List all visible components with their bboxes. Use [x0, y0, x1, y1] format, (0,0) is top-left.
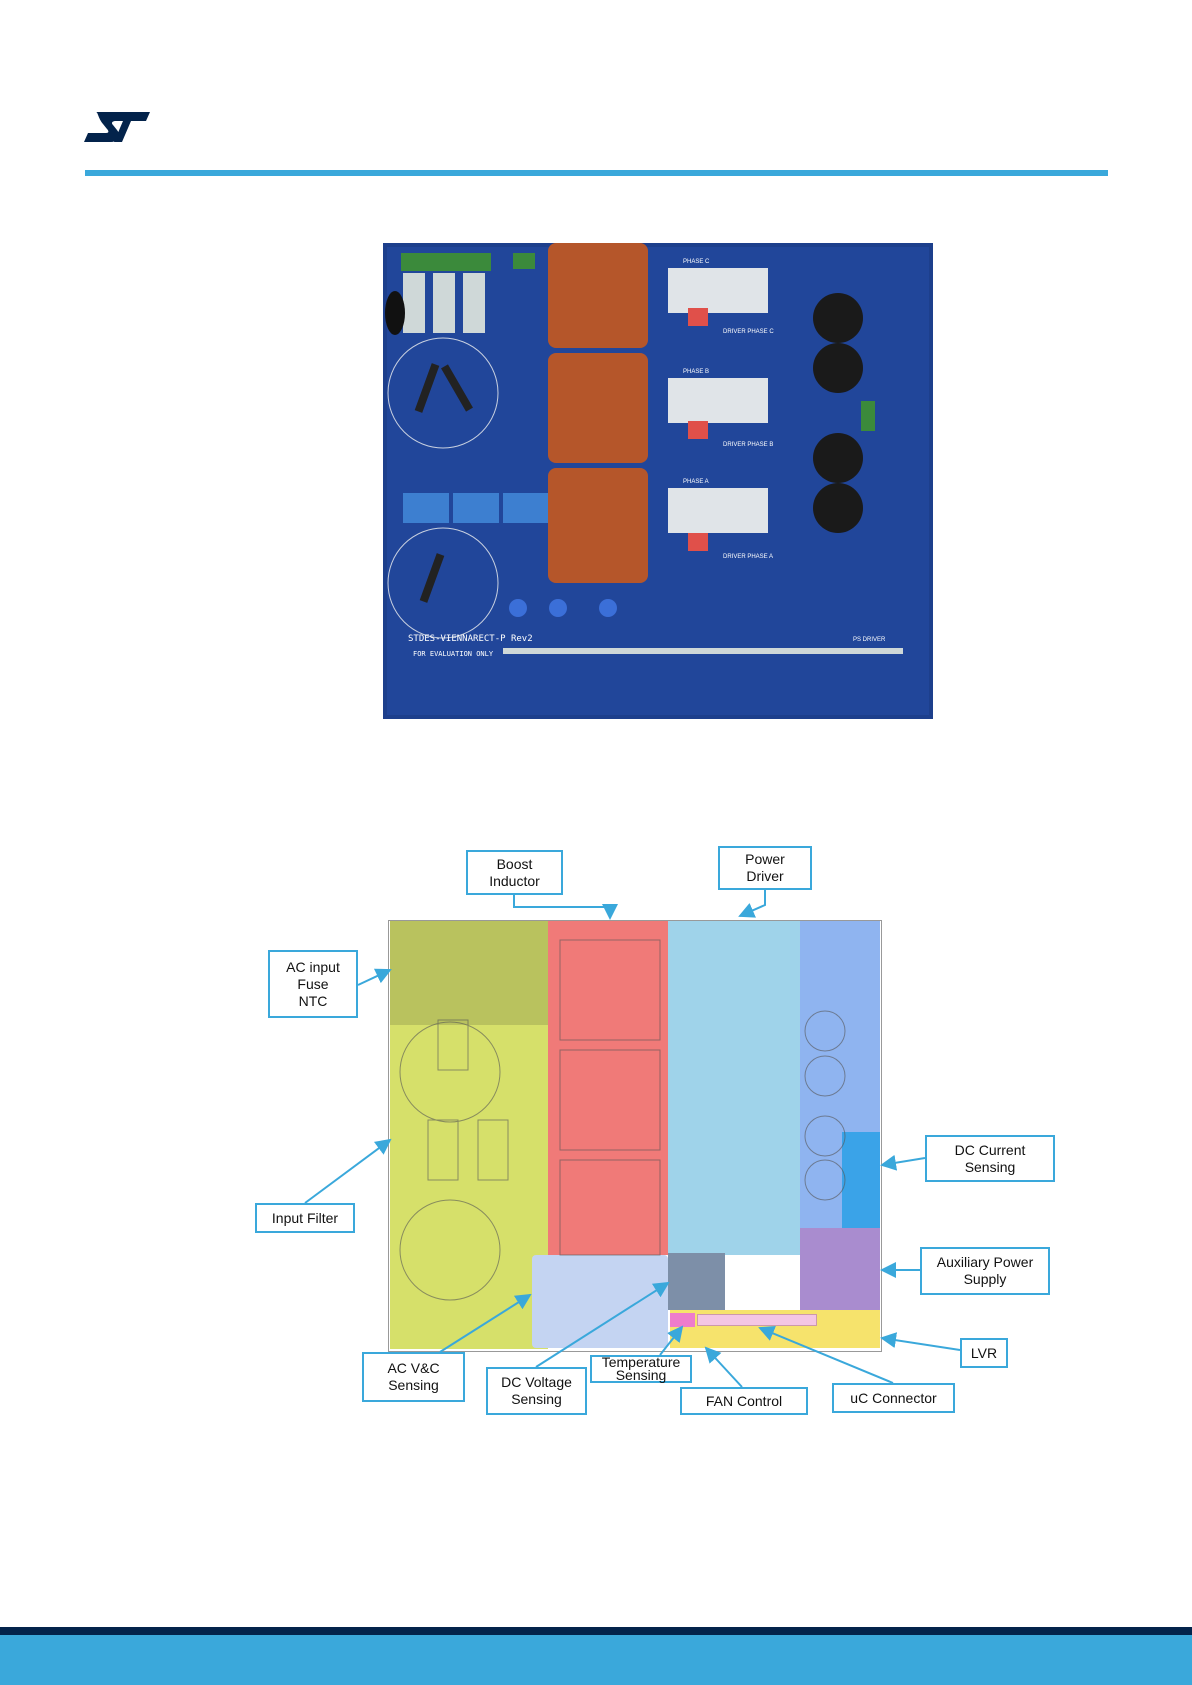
label-dc-current: DC Current Sensing: [925, 1135, 1055, 1182]
footer-band: [0, 1635, 1192, 1685]
inductor-icon: [548, 243, 648, 583]
arrow-input-filter: [304, 1138, 392, 1204]
region-boost-inductor: [548, 921, 668, 1255]
arrow-fan: [704, 1346, 743, 1388]
board-photo: STDES-VIENNARECT-P Rev2 FOR EVALUATION O…: [383, 243, 933, 719]
label-fan: FAN Control: [680, 1387, 808, 1415]
silk-driver: DRIVER PHASE B: [723, 442, 773, 448]
label-power-driver: Power Driver: [718, 846, 812, 890]
footer-band-dark: [0, 1627, 1192, 1635]
silk-driver: DRIVER PHASE C: [723, 329, 774, 335]
region-uc-connector: [697, 1314, 817, 1326]
arrow-dc-current: [880, 1154, 926, 1171]
label-uc-connector: uC Connector: [832, 1383, 955, 1413]
label-boost-inductor: Boost Inductor: [466, 850, 563, 895]
label-temperature: Temperature Sensing: [590, 1355, 692, 1383]
region-ac-input: [390, 921, 548, 1025]
label-dc-voltage: DC Voltage Sensing: [486, 1367, 587, 1415]
silk-phase: PHASE C: [683, 259, 710, 265]
label-aux-power: Auxiliary Power Supply: [920, 1247, 1050, 1295]
region-dc-voltage: [668, 1253, 725, 1310]
region-aux-power: [800, 1228, 880, 1310]
label-ac-input: AC input Fuse NTC: [268, 950, 358, 1018]
capacitor-icon: [403, 493, 549, 523]
region-temperature: [670, 1313, 695, 1327]
arrow-ac-input: [357, 968, 392, 986]
region-ac-vc: [532, 1255, 668, 1348]
arrow-ac-vc: [439, 1293, 532, 1353]
fuse-icon: [401, 253, 535, 333]
header-rule: [85, 170, 1108, 176]
region-dc-current: [842, 1132, 880, 1228]
silk-ps: PS DRIVER: [853, 637, 886, 643]
board-outline-overlay: [399, 939, 846, 1301]
board-name: STDES-VIENNARECT-P Rev2: [408, 634, 533, 644]
silk-driver: DRIVER PHASE A: [723, 554, 773, 560]
arrow-boost: [513, 895, 618, 920]
arrow-power-driver: [738, 890, 766, 918]
st-logo: [84, 112, 150, 142]
label-input-filter: Input Filter: [255, 1203, 355, 1233]
arrow-dc-voltage: [535, 1281, 670, 1368]
region-power-driver: [668, 921, 800, 1255]
label-ac-vc: AC V&C Sensing: [362, 1352, 465, 1402]
arrow-temp: [659, 1325, 684, 1356]
arrow-uc: [758, 1325, 894, 1384]
arrow-lvr: [880, 1332, 961, 1351]
label-lvr: LVR: [960, 1338, 1008, 1368]
silk-phase: PHASE A: [683, 479, 709, 485]
silk-phase: PHASE B: [683, 369, 709, 375]
board-note: FOR EVALUATION ONLY: [413, 650, 494, 658]
